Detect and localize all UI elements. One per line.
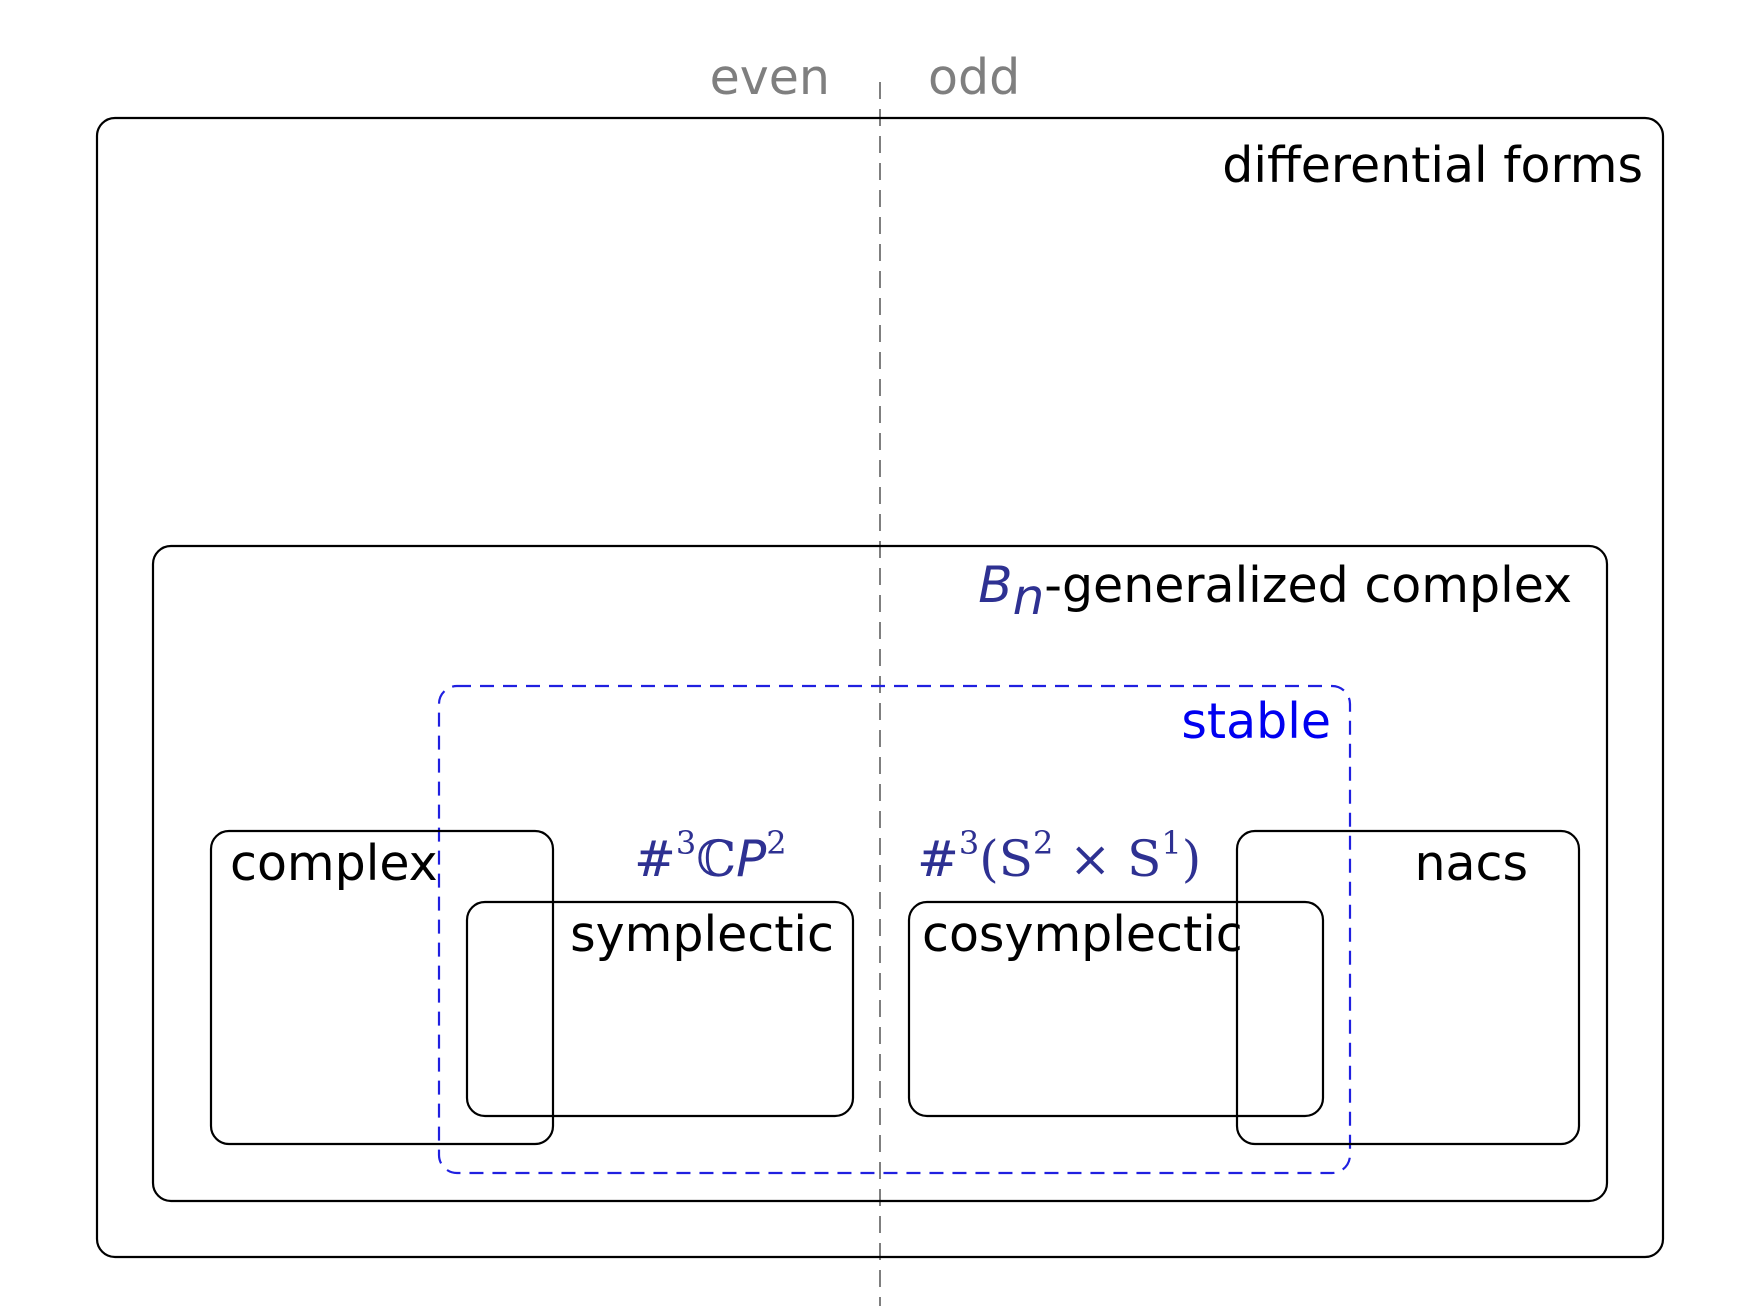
symplectic-label: symplectic (570, 906, 834, 963)
bn-generalized-complex-region (151, 544, 1609, 1203)
odd-example-label: #3(S2 × S1) (917, 824, 1201, 888)
odd-connected-sum-symbol: # (917, 830, 959, 888)
connected-sum-exponent: 3 (676, 824, 696, 862)
sphere-symbol-1: S (999, 830, 1033, 888)
symplectic-region (465, 900, 855, 1118)
complex-label: complex (230, 835, 438, 892)
projective-space-exponent: 2 (766, 824, 786, 862)
sphere-exponent-1: 2 (1033, 824, 1053, 862)
stable-region (437, 684, 1352, 1175)
odd-connected-sum-exponent: 3 (959, 824, 979, 862)
differential-forms-region (95, 116, 1665, 1259)
stable-label: stable (1181, 693, 1331, 750)
nacs-label: nacs (1414, 835, 1528, 892)
product-symbol: × (1053, 830, 1127, 888)
connected-sum-symbol: # (634, 830, 676, 888)
even-label: even (710, 49, 830, 106)
complex-region (209, 829, 555, 1146)
sphere-symbol-2: S (1127, 830, 1161, 888)
bn-symbol: B (978, 556, 1012, 614)
nacs-region (1235, 829, 1581, 1146)
differential-forms-label: differential forms (1222, 137, 1643, 194)
close-paren: ) (1182, 830, 1202, 888)
complex-field-symbol: ℂ (696, 830, 736, 888)
sphere-exponent-2: 1 (1161, 824, 1181, 862)
projective-space-symbol: P (736, 830, 767, 888)
bn-generalized-complex-label: Bn-generalized complex (978, 556, 1572, 626)
bn-label-rest: -generalized complex (1044, 557, 1572, 614)
bn-subscript: n (1013, 568, 1045, 626)
open-paren: ( (979, 830, 999, 888)
even-example-label: #3ℂP2 (634, 824, 787, 888)
cosymplectic-label: cosymplectic (922, 906, 1243, 963)
odd-label: odd (928, 49, 1020, 106)
cosymplectic-region (907, 900, 1325, 1118)
